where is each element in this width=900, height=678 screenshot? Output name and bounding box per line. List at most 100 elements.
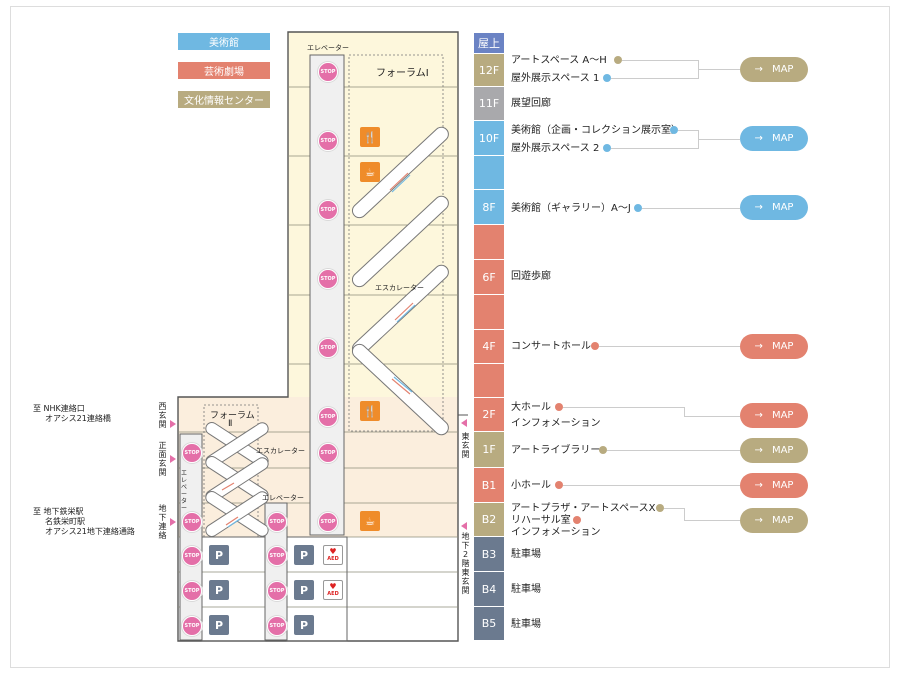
entrance-arrow xyxy=(461,522,467,530)
entrance-arrow xyxy=(170,455,176,463)
floor-b3: B3 xyxy=(474,537,504,572)
east-entrance-label: 東玄関 xyxy=(461,432,470,459)
floor-10f-line1: 美術館（企画・コレクション展示室） xyxy=(511,125,681,136)
floor-6f: 6F xyxy=(474,260,504,295)
map-button-2f[interactable]: →MAP xyxy=(740,403,808,428)
arrow-right-icon: → xyxy=(754,64,763,75)
entrance-arrow xyxy=(170,518,176,526)
west-entrance-label: 西玄関 xyxy=(158,402,167,429)
floor-b1-line1: 小ホール xyxy=(511,480,551,491)
stop-marker: STOP xyxy=(318,200,338,220)
floor-b4: B4 xyxy=(474,572,504,607)
restaurant-icon: 🍴 xyxy=(360,401,380,421)
aed-icon: ♥AED xyxy=(323,545,343,565)
stop-marker: STOP xyxy=(267,546,287,566)
arrow-right-icon: → xyxy=(754,515,763,526)
map-button-12f[interactable]: →MAP xyxy=(740,57,808,82)
map-button-b1[interactable]: →MAP xyxy=(740,473,808,498)
map-button-b2[interactable]: →MAP xyxy=(740,508,808,533)
oasis-underground-label: オアシス21地下連絡通路 xyxy=(45,527,135,536)
page-frame xyxy=(10,6,890,668)
floor-12f: 12F xyxy=(474,54,504,87)
floor-10f-line2: 屋外展示スペース 2 xyxy=(511,143,600,154)
stop-marker: STOP xyxy=(318,131,338,151)
floor-12f-line1: アートスペース A～H xyxy=(511,55,607,66)
stop-marker: STOP xyxy=(182,512,202,532)
connector-line xyxy=(563,485,740,486)
b2-east-entrance-label: 地下2階東玄関 xyxy=(461,532,470,595)
connector-line xyxy=(684,416,740,417)
cafe-icon: ☕ xyxy=(360,511,380,531)
floor-2f: 2F xyxy=(474,398,504,432)
restaurant-icon: 🍴 xyxy=(360,127,380,147)
floor-rooftop: 屋上 xyxy=(474,33,504,54)
floor-2f-line1: 大ホール xyxy=(511,402,551,413)
connector-line xyxy=(684,407,685,417)
arrow-right-icon: → xyxy=(754,133,763,144)
map-button-10f[interactable]: →MAP xyxy=(740,126,808,151)
dot-marker xyxy=(555,403,563,411)
stop-marker: STOP xyxy=(182,616,202,636)
stop-marker: STOP xyxy=(267,512,287,532)
connector-line xyxy=(607,450,740,451)
floor-b2: B2 xyxy=(474,503,504,537)
arrow-right-icon: → xyxy=(754,480,763,491)
parking-icon: P xyxy=(209,615,229,635)
floor-4f: 4F xyxy=(474,330,504,364)
floor-b5-line1: 駐車場 xyxy=(511,619,541,630)
floor-b2-line1: アートプラザ・アートスペースX xyxy=(511,503,656,514)
stop-marker: STOP xyxy=(318,407,338,427)
connector-line xyxy=(599,346,740,347)
connector-line xyxy=(698,139,740,140)
stop-marker: STOP xyxy=(318,443,338,463)
parking-icon: P xyxy=(294,580,314,600)
floor-1f-line1: アートライブラリー xyxy=(511,445,601,456)
floor-12f-line2: 屋外展示スペース 1 xyxy=(511,73,600,84)
floor-8f-line1: 美術館（ギャラリー）A～J xyxy=(511,203,631,214)
forum2-label: フォーラム xyxy=(210,411,255,421)
map-button-1f[interactable]: →MAP xyxy=(740,438,808,463)
connector-line xyxy=(642,208,740,209)
stop-marker: STOP xyxy=(318,512,338,532)
arrow-right-icon: → xyxy=(754,410,763,421)
elevator-left-label: エレベーター xyxy=(262,494,304,502)
parking-icon: P xyxy=(209,545,229,565)
escalator-left-label: エスカレーター xyxy=(256,447,305,455)
subway-sakae-label: 至 地下鉄栄駅 xyxy=(33,507,84,516)
stop-marker: STOP xyxy=(267,616,287,636)
parking-icon: P xyxy=(294,615,314,635)
arrow-right-icon: → xyxy=(754,202,763,213)
floor-5f xyxy=(474,295,504,330)
legend-culture-center: 文化情報センター xyxy=(178,91,270,108)
dot-marker xyxy=(603,74,611,82)
floor-11f-line1: 展望回廊 xyxy=(511,98,551,109)
legend-art-museum: 美術館 xyxy=(178,33,270,50)
cafe-icon: ☕ xyxy=(360,162,380,182)
floor-b2-line2: リハーサル室 xyxy=(511,515,571,526)
map-button-8f[interactable]: →MAP xyxy=(740,195,808,220)
floor-7f xyxy=(474,225,504,260)
floor-2f-line2: インフォメーション xyxy=(511,418,601,429)
dot-marker xyxy=(573,516,581,524)
floor-3f xyxy=(474,364,504,398)
floor-b4-line1: 駐車場 xyxy=(511,584,541,595)
oasis-bridge-label: オアシス21連絡橋 xyxy=(45,414,111,423)
floor-6f-line1: 回遊歩廊 xyxy=(511,271,551,282)
stop-marker: STOP xyxy=(267,581,287,601)
floor-4f-line1: コンサートホール xyxy=(511,341,591,352)
dot-marker xyxy=(603,144,611,152)
dot-marker xyxy=(599,446,607,454)
elevator-top-label: エレベーター xyxy=(307,44,349,52)
meitetsu-label: 名鉄栄町駅 xyxy=(45,517,85,526)
stop-marker: STOP xyxy=(318,338,338,358)
connector-line xyxy=(698,69,740,70)
connector-line xyxy=(611,148,698,149)
floor-9f xyxy=(474,156,504,190)
map-button-4f[interactable]: →MAP xyxy=(740,334,808,359)
floor-b5: B5 xyxy=(474,607,504,641)
front-entrance-label: 正面玄関 xyxy=(158,441,167,477)
floor-b1: B1 xyxy=(474,468,504,503)
entrance-arrow xyxy=(461,419,467,427)
dot-marker xyxy=(614,56,622,64)
